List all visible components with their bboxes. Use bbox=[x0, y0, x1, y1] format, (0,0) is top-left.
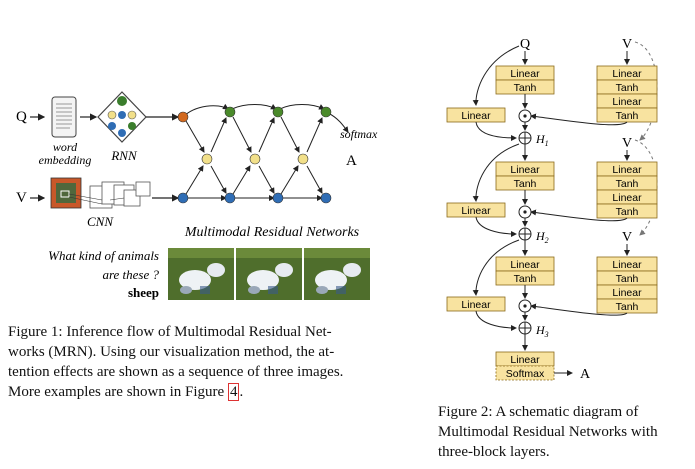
node-green bbox=[320, 106, 332, 118]
linear-label: Linear bbox=[461, 205, 491, 217]
h3-label: H3 bbox=[535, 323, 549, 339]
softmax-label: Softmax bbox=[506, 368, 545, 380]
question-line-2: are these ? bbox=[102, 267, 159, 282]
softmax-label: softmax bbox=[340, 127, 378, 141]
caption-line: Figure 1: Inference flow of Multimodal R… bbox=[8, 324, 332, 340]
attention-image-2 bbox=[236, 248, 302, 300]
cnn-label: CNN bbox=[87, 214, 114, 229]
linear-label: Linear bbox=[510, 354, 540, 366]
tanh-label: Tanh bbox=[616, 178, 639, 190]
linear-label: Linear bbox=[461, 110, 491, 122]
cnn-icon bbox=[50, 177, 151, 209]
linear-label: Linear bbox=[612, 164, 642, 176]
attention-image-1 bbox=[168, 248, 234, 300]
mrn-network bbox=[177, 103, 349, 204]
caption-line: Multimodal Residual Networks with bbox=[438, 424, 658, 440]
caption-line: three-block layers. bbox=[438, 444, 550, 460]
node-blue bbox=[177, 192, 189, 204]
tanh-label: Tanh bbox=[616, 301, 639, 313]
node-blue bbox=[224, 192, 236, 204]
figure-2: Q V Linear Tanh Linear Tanh Linear Tanh … bbox=[430, 0, 695, 469]
node-orange bbox=[177, 111, 189, 123]
figure-1-diagram: Q word embedding RNN bbox=[16, 91, 378, 300]
node-yellow bbox=[249, 153, 261, 165]
caption-line: works (MRN). Using our visualization met… bbox=[8, 344, 335, 360]
linear-label: Linear bbox=[461, 299, 491, 311]
document-icon bbox=[51, 96, 77, 138]
tanh-label: Tanh bbox=[616, 82, 639, 94]
figure-4-link[interactable]: 4 bbox=[227, 383, 240, 401]
tanh-label: Tanh bbox=[616, 273, 639, 285]
linear-label: Linear bbox=[612, 259, 642, 271]
caption-line: More examples are shown in Figure 4. bbox=[8, 383, 244, 401]
linear-label: Linear bbox=[612, 68, 642, 80]
node-blue bbox=[272, 192, 284, 204]
embedding-label: embedding bbox=[39, 153, 92, 167]
linear-label: Linear bbox=[510, 68, 540, 80]
linear-label: Linear bbox=[612, 287, 642, 299]
answer-text: sheep bbox=[128, 285, 159, 300]
mrn-title: Multimodal Residual Networks bbox=[184, 225, 360, 240]
fig2-q-label: Q bbox=[520, 37, 530, 52]
fig1-v-label: V bbox=[16, 190, 27, 206]
h1-label: H1 bbox=[535, 132, 549, 148]
linear-label: Linear bbox=[510, 259, 540, 271]
linear-label: Linear bbox=[510, 164, 540, 176]
h2-label: H2 bbox=[535, 229, 549, 245]
tanh-label: Tanh bbox=[514, 82, 537, 94]
tanh-label: Tanh bbox=[514, 178, 537, 190]
fig2-a-label: A bbox=[580, 367, 591, 382]
figure-1: Q word embedding RNN bbox=[8, 91, 378, 401]
linear-label: Linear bbox=[612, 192, 642, 204]
figure-1-caption: Figure 1: Inference flow of Multimodal R… bbox=[8, 322, 428, 402]
caption-line: Figure 2: A schematic diagram of bbox=[438, 404, 639, 420]
rnn-label: RNN bbox=[110, 148, 138, 163]
figure-2-caption: Figure 2: A schematic diagram of Multimo… bbox=[438, 402, 693, 462]
fig1-q-label: Q bbox=[16, 109, 27, 125]
node-blue bbox=[320, 192, 332, 204]
attention-image-3 bbox=[304, 248, 370, 300]
fig2-v-label-3: V bbox=[622, 230, 632, 245]
figure-2-diagram: Q V Linear Tanh Linear Tanh Linear Tanh … bbox=[446, 37, 658, 382]
fig2-v-label-2: V bbox=[622, 136, 632, 151]
tanh-label: Tanh bbox=[616, 206, 639, 218]
question-line-1: What kind of animals bbox=[48, 248, 159, 263]
tanh-label: Tanh bbox=[616, 110, 639, 122]
tanh-label: Tanh bbox=[514, 273, 537, 285]
rnn-icon bbox=[97, 91, 147, 143]
node-green bbox=[224, 106, 236, 118]
node-green bbox=[272, 106, 284, 118]
word-label: word bbox=[53, 140, 78, 154]
fig2-v-label-top: V bbox=[622, 37, 632, 52]
fig1-a-label: A bbox=[346, 153, 357, 169]
linear-label: Linear bbox=[612, 96, 642, 108]
node-yellow bbox=[297, 153, 309, 165]
node-yellow bbox=[201, 153, 213, 165]
caption-line: tention effects are shown as a sequence … bbox=[8, 364, 344, 380]
